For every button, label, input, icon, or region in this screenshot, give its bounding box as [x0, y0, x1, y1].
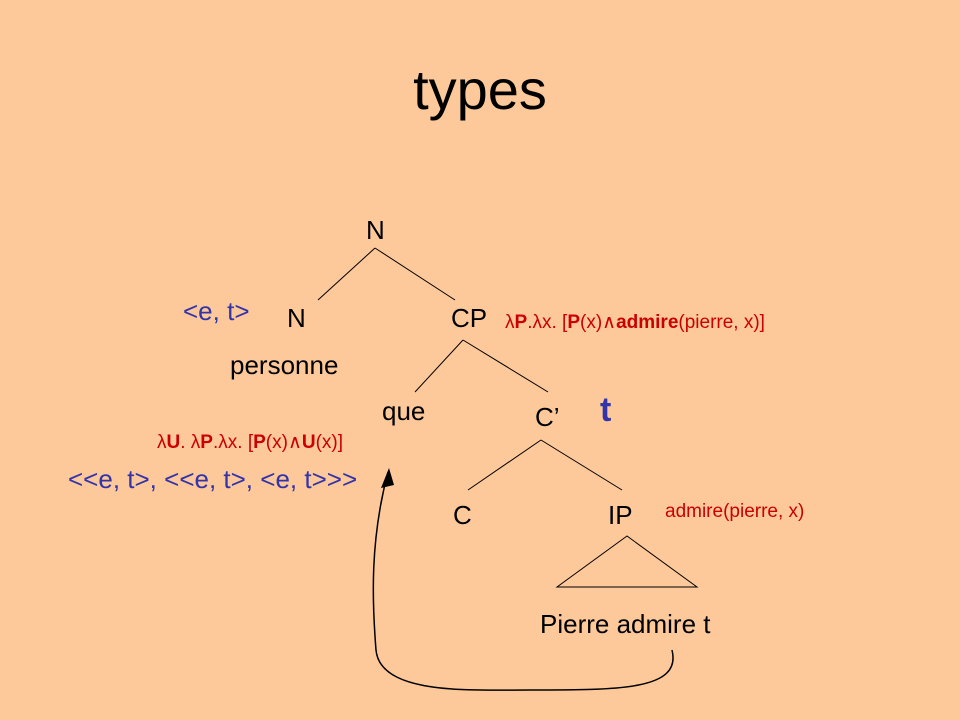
edge-cbar-c: [467, 439, 542, 491]
ip-semantics: admire(pierre, x): [665, 501, 805, 522]
node-n: N: [287, 303, 306, 333]
cp-semantics: λP.λx. [P(x)∧admire(pierre, x)]: [505, 312, 765, 333]
node-que: que: [382, 396, 426, 426]
movement-arrow: [372, 471, 674, 691]
ip-triangle: [555, 535, 699, 588]
node-c: C: [453, 500, 472, 530]
edge-cp-cbar: [462, 339, 549, 393]
edge-cbar-ip: [540, 439, 623, 491]
arrowhead: [381, 468, 394, 488]
edge-root-n: [317, 247, 376, 301]
node-c-bar: C’: [535, 402, 560, 432]
que-semantics: λU. λP.λx. [P(x)∧U(x)]: [157, 432, 344, 453]
type-n: <e, t>: [183, 296, 250, 326]
node-cp: CP: [451, 303, 488, 333]
edge-root-cp: [374, 247, 456, 301]
node-root-n: N: [366, 215, 385, 245]
node-ip: IP: [608, 500, 633, 530]
ip-yield: Pierre admire t: [540, 609, 711, 639]
edge-cp-que: [414, 339, 464, 393]
slide-title: types: [413, 58, 547, 121]
type-que: <<e, t>, <<e, t>, <e, t>>>: [68, 464, 358, 494]
leaf-personne: personne: [230, 350, 339, 380]
trace-type: t: [600, 391, 612, 429]
